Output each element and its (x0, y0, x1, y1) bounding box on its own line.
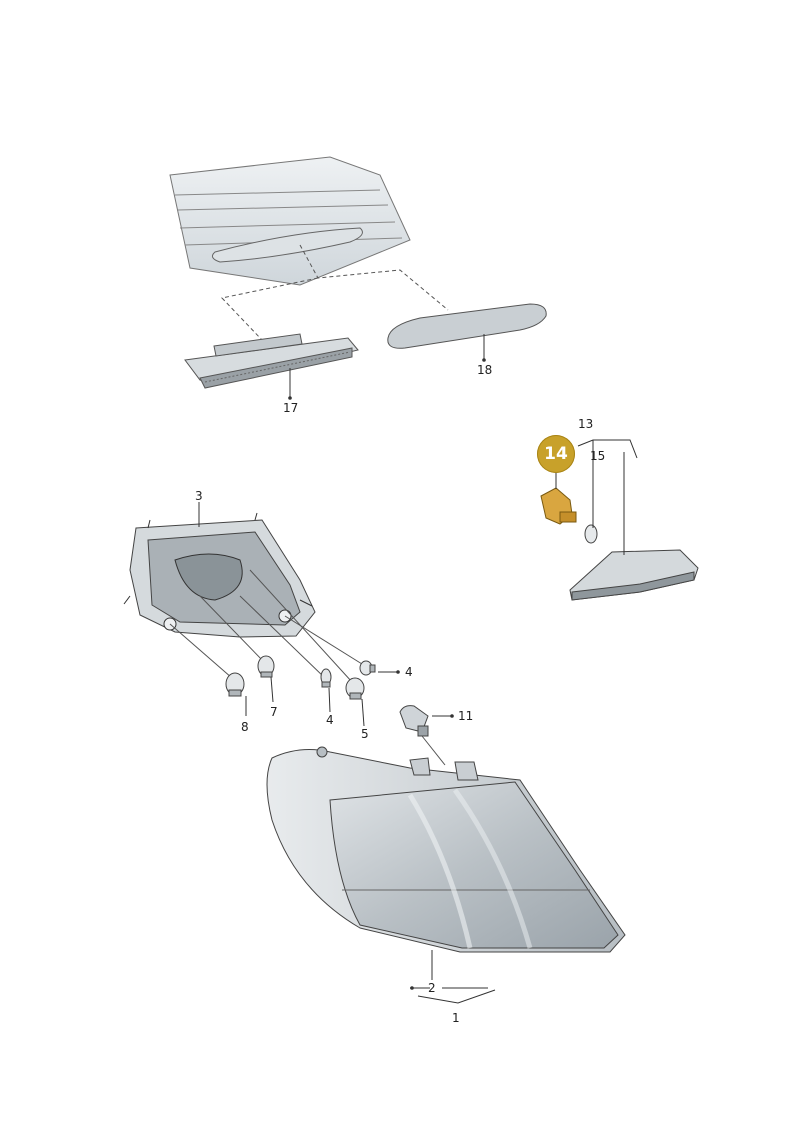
lens-cover-18[interactable] (387, 303, 547, 349)
bulb-carrier-3[interactable] (123, 512, 316, 638)
assembly-leaders (221, 244, 449, 341)
callout-2: 2 (428, 981, 436, 995)
callout-1: 1 (452, 1011, 460, 1025)
wedge-bulb-15[interactable] (584, 524, 598, 544)
bulb-4-upper[interactable] (359, 660, 376, 676)
bulb-leaders (169, 569, 363, 683)
callout-15: 15 (590, 449, 606, 463)
callout-13: 13 (578, 417, 594, 431)
callout-5: 5 (361, 727, 369, 741)
callout-17: 17 (283, 401, 299, 415)
callout-8: 8 (241, 720, 249, 734)
bulb-8[interactable] (225, 672, 245, 697)
bulb-5[interactable] (345, 677, 365, 700)
callout-7: 7 (270, 705, 278, 719)
license-light-13[interactable] (569, 549, 699, 601)
callout-11: 11 (458, 709, 474, 723)
bulb-holder-14[interactable] (540, 487, 577, 525)
bulb-7[interactable] (257, 655, 275, 678)
tail-light-2[interactable] (266, 746, 626, 953)
callout-3: 3 (195, 489, 203, 503)
callout-4-upper: 4 (405, 665, 413, 679)
bulb-4-lower[interactable] (320, 668, 332, 688)
brake-light-17[interactable] (184, 333, 359, 389)
roof-panel (169, 156, 411, 286)
callout-18: 18 (477, 363, 493, 377)
callout-4-lower: 4 (326, 713, 334, 727)
socket-11[interactable] (399, 705, 429, 737)
callout-14-badge[interactable]: 14 (537, 435, 575, 473)
